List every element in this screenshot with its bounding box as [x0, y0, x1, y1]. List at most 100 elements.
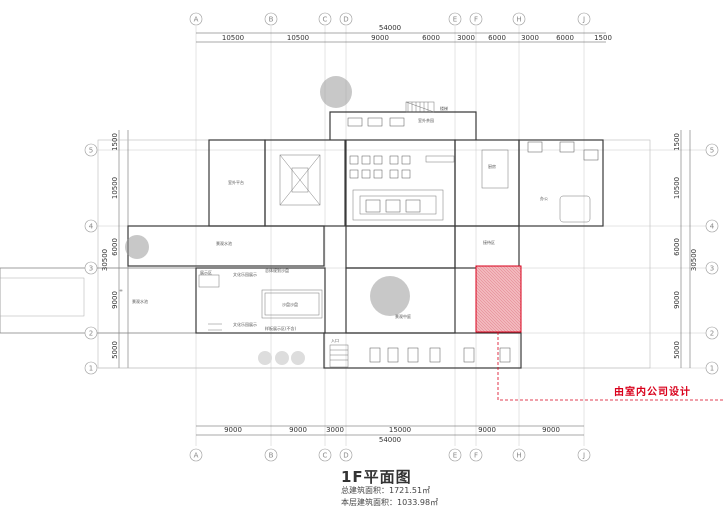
tree-courtyard	[370, 276, 410, 316]
axis-bubble-3: 3	[84, 261, 98, 275]
svg-text:3: 3	[710, 265, 714, 273]
svg-text:A: A	[194, 16, 199, 24]
axis-bubble-2: 2	[705, 326, 719, 340]
axis-bubble-j: J	[577, 12, 591, 26]
axis-bubble-4: 4	[84, 219, 98, 233]
room-kitchen: 厨房	[488, 163, 496, 169]
room-reception: 接待区	[483, 239, 495, 245]
top-dimension-label: 10500	[222, 34, 244, 42]
room-product-show: 样板展示区(不含)	[265, 325, 297, 331]
axis-bubble-e: E	[448, 448, 462, 462]
left-dimension-label: 5000	[111, 341, 119, 359]
svg-text:B: B	[269, 16, 274, 24]
top-dimension-label: 3000	[457, 34, 475, 42]
axis-bubble-2: 2	[84, 326, 98, 340]
svg-text:A: A	[194, 452, 199, 460]
left-dimension-label: 1500	[111, 133, 119, 151]
svg-text:5: 5	[89, 147, 93, 155]
left-total-dimension: 30500	[101, 249, 109, 271]
room-office: 办公	[540, 195, 548, 201]
axis-bubble-b: B	[264, 12, 278, 26]
svg-text:F: F	[474, 16, 478, 24]
bottom-dimension-label: 9000	[224, 426, 242, 434]
left-dimension-label: 10500	[111, 177, 119, 199]
axis-bubble-d: D	[339, 12, 353, 26]
walls	[127, 111, 604, 369]
dimension-labels: 10500 10500 9000 6000 3000 6000 3000 6000 1500 54…	[101, 24, 698, 444]
room-exhibit: 展示区	[200, 269, 212, 275]
right-dimension-label: 1500	[673, 133, 681, 151]
svg-text:2: 2	[710, 330, 714, 338]
svg-text:D: D	[343, 16, 348, 24]
svg-text:5: 5	[710, 147, 714, 155]
svg-text:J: J	[582, 452, 585, 460]
svg-text:4: 4	[710, 223, 715, 231]
svg-text:D: D	[343, 452, 348, 460]
landscape-trees	[125, 76, 410, 365]
bottom-total-dimension: 54000	[379, 436, 401, 444]
right-dimension-label: 5000	[673, 341, 681, 359]
svg-text:H: H	[516, 16, 521, 24]
bottom-dimension-label: 9000	[542, 426, 560, 434]
svg-text:J: J	[582, 16, 585, 24]
svg-text:E: E	[453, 16, 457, 24]
callout-leader	[497, 332, 724, 401]
room-overall-sand: 总体规划沙盘	[265, 267, 289, 273]
top-total-dimension: 54000	[379, 24, 401, 32]
svg-text:C: C	[323, 16, 328, 24]
axis-bubble-5: 5	[84, 143, 98, 157]
top-dimension-label: 1500	[594, 34, 612, 42]
axis-bubble-h: H	[512, 12, 526, 26]
top-dimension-label: 9000	[371, 34, 389, 42]
room-water-court2: 景观水池	[132, 298, 148, 304]
axis-bubble-c: C	[318, 12, 332, 26]
axis-bubble-h: H	[512, 448, 526, 462]
axis-bubble-3: 3	[705, 261, 719, 275]
right-total-dimension: 30500	[690, 249, 698, 271]
axis-bubble-c: C	[318, 448, 332, 462]
svg-text:3: 3	[89, 265, 93, 273]
axis-bubble-f: F	[469, 448, 483, 462]
room-outdoor-canopy: 室外茶园	[418, 117, 434, 123]
bottom-dimension-label: 15000	[389, 426, 411, 434]
room-water-court: 景观水池	[216, 240, 232, 246]
axis-bubble-f: F	[469, 12, 483, 26]
axis-bubble-a: A	[189, 12, 203, 26]
room-sand-table: 沙盘沙盘	[282, 301, 298, 307]
svg-text:2: 2	[89, 330, 93, 338]
top-dimension-label: 10500	[287, 34, 309, 42]
tree-north	[320, 76, 352, 108]
room-culture-a: 文化乐园展示	[233, 271, 257, 277]
top-dimension-label: 6000	[422, 34, 440, 42]
svg-text:1: 1	[89, 365, 93, 373]
room-middle-court: 景观中庭	[395, 313, 411, 319]
bottom-dimension-label: 9000	[289, 426, 307, 434]
top-dimension-label: 3000	[521, 34, 539, 42]
floor-area-label: 本层建筑面积：1033.98㎡	[341, 498, 439, 507]
svg-text:1: 1	[710, 365, 714, 373]
axis-bubble-1: 1	[705, 361, 719, 375]
room-outdoor-platform: 室外平台	[228, 179, 244, 185]
stair-icon	[208, 102, 429, 361]
svg-text:B: B	[269, 452, 274, 460]
right-dimension-label: 9000	[673, 291, 681, 309]
bottom-dimension-label: 9000	[478, 426, 496, 434]
right-dimension-label: 10500	[673, 177, 681, 199]
axis-bubble-5: 5	[705, 143, 719, 157]
left-dimension-label: 6000	[111, 238, 119, 256]
svg-text:F: F	[474, 452, 478, 460]
svg-text:E: E	[453, 452, 457, 460]
room-stair: 楼梯	[440, 105, 448, 111]
svg-text:H: H	[516, 452, 521, 460]
axis-bubble-1: 1	[84, 361, 98, 375]
room-culture-b: 文化乐园展示	[233, 321, 257, 327]
axis-bubble-e: E	[448, 12, 462, 26]
interior-design-zone	[475, 265, 522, 333]
top-dimension-label: 6000	[556, 34, 574, 42]
axis-bubble-a: A	[189, 448, 203, 462]
total-area-label: 总建筑面积：1721.51㎡	[341, 486, 431, 495]
left-dimension-label: 9000	[111, 291, 119, 309]
dimension-lines	[118, 32, 691, 436]
axis-bubble-d: D	[339, 448, 353, 462]
